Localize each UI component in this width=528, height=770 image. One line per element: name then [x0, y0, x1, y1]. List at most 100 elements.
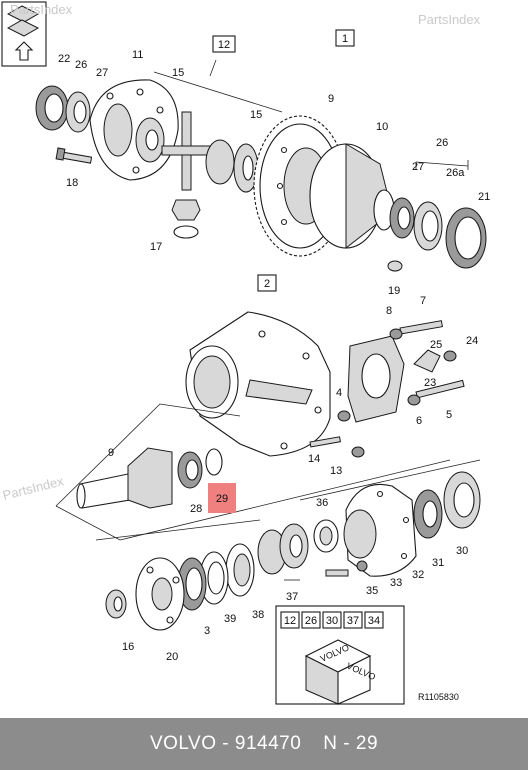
callout-31: 31 [432, 557, 444, 569]
leader-line [209, 59, 217, 77]
group-label-1[interactable]: 1 [335, 29, 355, 47]
highlight-callout-29[interactable]: 29 [208, 483, 236, 513]
seal-3 [177, 557, 207, 611]
callout-15: 15 [172, 67, 184, 79]
group-label-2[interactable]: 2 [257, 274, 277, 292]
callout-33: 33 [390, 577, 402, 589]
shim-38 [225, 543, 255, 597]
callout-28: 28 [190, 503, 202, 515]
thumbnail-icon[interactable] [1, 1, 47, 67]
kit-item-37: 37 [343, 611, 363, 629]
section-line [55, 459, 451, 541]
callout-17: 17 [150, 241, 162, 253]
callout-21: 21 [478, 191, 490, 203]
nut-19 [387, 260, 403, 272]
callout-25: 25 [430, 339, 442, 351]
callout-37: 37 [286, 591, 298, 603]
pinion-gear-17 [171, 199, 201, 239]
kit-item-34: 34 [364, 611, 384, 629]
callout-13: 13 [330, 465, 342, 477]
callout-26: 26 [436, 137, 448, 149]
section-line [299, 459, 481, 501]
bearing-22 [35, 85, 69, 131]
svg-text:1: 1 [342, 33, 348, 45]
bracket-line [153, 71, 283, 113]
callout-6: 6 [416, 415, 422, 427]
svg-text:30: 30 [326, 615, 338, 627]
callout-8: 8 [386, 305, 392, 317]
bolt-24 [443, 350, 457, 362]
seal-39 [199, 551, 229, 605]
bolt-18 [55, 147, 93, 164]
callout-24: 24 [466, 335, 478, 347]
axle-housing-2 [185, 311, 331, 457]
watermark-text: PartsIndex [418, 12, 481, 27]
diff-case-11 [89, 79, 179, 181]
svg-text:2: 2 [264, 278, 270, 290]
callout-numbers: 22 26 27 11 15 18 15 9 10 17 19 26 27 26… [58, 49, 490, 663]
callout-9: 9 [328, 93, 334, 105]
footer-position: N - 29 [323, 733, 379, 754]
callout-9: 9 [108, 447, 114, 459]
bearing-21 [445, 207, 487, 269]
race-30 [443, 471, 481, 529]
callout-11: 11 [132, 49, 143, 61]
section-line [95, 519, 261, 541]
bearing-race-26 [65, 91, 91, 133]
callout-27: 27 [96, 67, 108, 79]
callout-39: 39 [224, 613, 236, 625]
callout-23: 23 [424, 377, 436, 389]
reference-code: R1105830 [418, 692, 459, 702]
side-gear-15-left [135, 117, 165, 163]
callout-16: 16 [122, 641, 134, 653]
kit-item-12: 12 [280, 611, 300, 629]
bearing-28 [177, 451, 203, 489]
pinion-shaft-9 [76, 447, 173, 509]
footer-part-number: 914470 [234, 733, 302, 754]
callout-15: 15 [250, 109, 262, 121]
nut-16 [105, 589, 127, 619]
bearing-race-26a [413, 201, 443, 251]
callout-14: 14 [308, 453, 320, 465]
bracket-line [415, 161, 469, 167]
flange-20 [135, 557, 185, 631]
callout-30: 30 [456, 545, 468, 557]
callout-10: 10 [376, 121, 388, 133]
callout-7: 7 [420, 295, 426, 307]
bearing-27-right [389, 197, 415, 239]
kit-package-icon: VOLVO VOLVO [304, 639, 377, 705]
svg-text:12: 12 [218, 39, 230, 51]
kit-item-26: 26 [301, 611, 321, 629]
callout-5: 5 [446, 409, 452, 421]
nut-13 [351, 446, 365, 458]
diff-housing-10 [309, 143, 395, 250]
callout-36: 36 [316, 497, 328, 509]
svg-text:26: 26 [305, 615, 317, 627]
kit-item-30: 30 [322, 611, 342, 629]
callout-35: 35 [366, 585, 378, 597]
callout-22: 22 [58, 53, 70, 65]
svg-text:37: 37 [347, 615, 359, 627]
callout-27: 27 [412, 161, 424, 173]
callout-26a: 26a [446, 167, 465, 179]
callout-20: 20 [166, 651, 178, 663]
callout-19: 19 [388, 285, 400, 297]
callout-26: 26 [75, 59, 87, 71]
svg-text:12: 12 [284, 615, 296, 627]
callout-18: 18 [66, 177, 78, 189]
kit-box[interactable]: 12 26 30 37 34 VOLVO VOLVO [275, 605, 405, 705]
callout-32: 32 [412, 569, 424, 581]
watermark-text: PartsIndex [10, 2, 73, 17]
carrier-32 [343, 483, 417, 577]
callout-4: 4 [336, 387, 342, 399]
bolt-5 [407, 379, 465, 406]
callout-3: 3 [204, 625, 210, 637]
ring-36 [313, 519, 339, 553]
bearing-cap [347, 335, 405, 423]
exploded-parts-diagram: PartsIndex PartsIndex PartsIndex 12 1 2 [1, 1, 490, 705]
group-label-12[interactable]: 12 [212, 35, 236, 53]
side-gear-15-right [205, 139, 259, 193]
bolt-35 [325, 560, 368, 577]
snap-ring-29 [205, 448, 223, 476]
